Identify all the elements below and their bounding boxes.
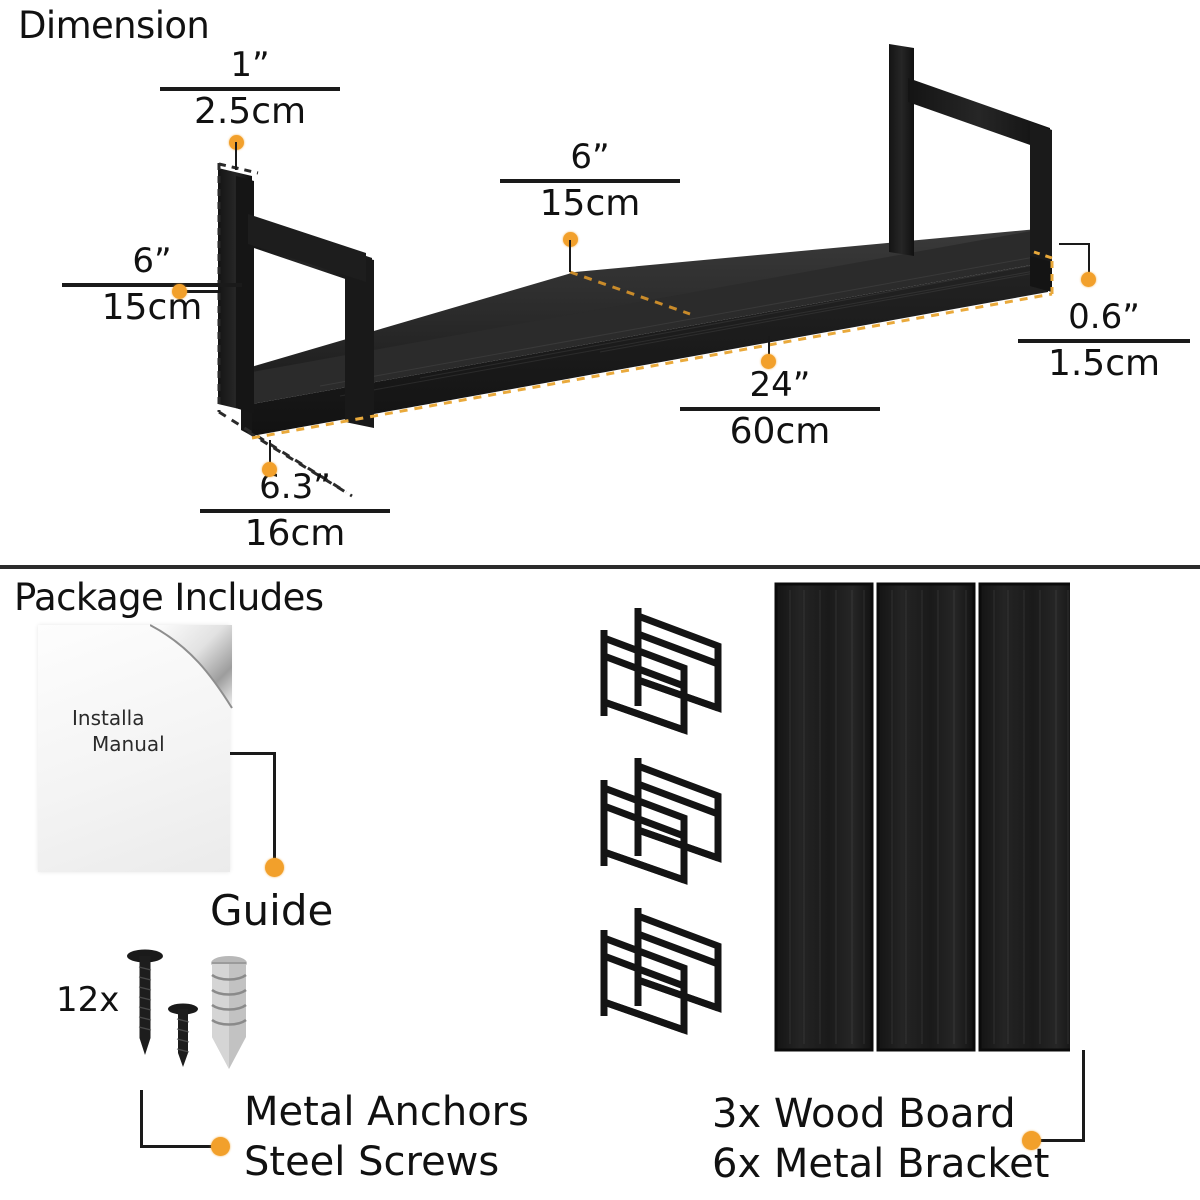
- marker-dot-boards: [1022, 1131, 1041, 1150]
- installation-manual-sheet: [38, 625, 230, 872]
- manual-title-line-2: Manual: [92, 732, 165, 756]
- leader-hardware-h: [140, 1145, 218, 1148]
- dimension-section-title: Dimension: [18, 4, 210, 47]
- callout-bracket-height: 6” 15cm: [62, 244, 242, 326]
- leader-board-thickness-v: [1088, 243, 1090, 277]
- leader-board-thickness-h: [1059, 243, 1090, 245]
- callout-rule: [200, 509, 390, 513]
- panel-divider: [0, 565, 1200, 569]
- hardware-label-line-2: Steel Screws: [244, 1139, 500, 1185]
- bracket-pair-1: [600, 608, 722, 735]
- hardware-quantity: 12x: [56, 980, 120, 1020]
- marker-dot-board-length: [761, 354, 776, 369]
- marker-dot-overall-depth: [262, 462, 277, 477]
- callout-overall-depth-metric: 16cm: [244, 513, 346, 554]
- marker-dot-hardware: [211, 1137, 230, 1156]
- callout-overall-depth: 6.3” 16cm: [200, 470, 390, 552]
- leader-boards-h: [1038, 1139, 1085, 1142]
- leader-hardware-v: [140, 1090, 143, 1148]
- wood-board-2: [876, 582, 976, 1052]
- callout-board-length: 24” 60cm: [680, 368, 880, 450]
- boards-label-line-1: 3x Wood Board: [712, 1091, 1016, 1137]
- hardware-icons: [127, 949, 247, 1069]
- callout-rule: [1018, 339, 1190, 343]
- manual-title-line-1: Installa: [72, 706, 145, 730]
- leader-guide-v: [273, 752, 276, 862]
- callout-rule: [680, 407, 880, 411]
- callout-rule: [62, 283, 242, 287]
- boards-label-line-2: 6x Metal Bracket: [712, 1141, 1050, 1187]
- short-screw-icon: [168, 1003, 198, 1067]
- manual-curled-corner-icon: [150, 624, 233, 709]
- hardware-label-line-1: Metal Anchors: [244, 1089, 529, 1135]
- leader-overall-depth: [269, 440, 271, 468]
- bracket-pair-2: [600, 758, 722, 885]
- package-section-title: Package Includes: [14, 576, 324, 619]
- marker-dot-guide: [265, 858, 284, 877]
- wood-board-group-icon: [774, 582, 1070, 1052]
- callout-bracket-height-metric: 15cm: [101, 287, 203, 328]
- wood-board-1: [774, 582, 874, 1052]
- shelf-illustration: [217, 44, 1054, 498]
- callout-board-depth: 6” 15cm: [500, 140, 680, 222]
- callout-bracket-width-metric: 2.5cm: [193, 91, 307, 132]
- leader-board-length: [768, 336, 770, 360]
- bracket-pair-3: [600, 908, 722, 1035]
- leader-bracket-height: [178, 290, 218, 293]
- marker-dot-bracket-height: [172, 284, 187, 299]
- callout-bracket-height-imperial: 6”: [132, 241, 172, 281]
- marker-dot-board-thickness: [1081, 272, 1096, 287]
- callout-board-thickness-metric: 1.5cm: [1047, 343, 1161, 384]
- guide-label: Guide: [210, 886, 334, 935]
- wood-board-3: [978, 582, 1070, 1052]
- callout-board-length-metric: 60cm: [729, 411, 831, 452]
- callout-board-length-imperial: 24”: [749, 365, 811, 405]
- callout-board-depth-metric: 15cm: [539, 183, 641, 224]
- wall-anchor-icon: [211, 956, 247, 1069]
- callout-board-thickness-imperial: 0.6”: [1068, 297, 1140, 337]
- callout-bracket-width-imperial: 1”: [230, 45, 270, 85]
- long-screw-icon: [127, 949, 163, 1055]
- leader-bracket-width: [235, 142, 237, 170]
- callout-board-thickness: 0.6” 1.5cm: [1018, 300, 1190, 382]
- leader-guide-h: [230, 752, 276, 755]
- callout-rule: [160, 87, 340, 91]
- callout-board-depth-imperial: 6”: [570, 137, 610, 177]
- marker-dot-board-depth: [563, 232, 578, 247]
- metal-bracket-group-icon: [600, 608, 722, 1035]
- leader-board-depth: [569, 240, 571, 272]
- callout-bracket-width: 1” 2.5cm: [160, 48, 340, 130]
- callout-overall-depth-imperial: 6.3”: [259, 467, 331, 507]
- callout-rule: [500, 179, 680, 183]
- leader-boards-v: [1082, 1050, 1085, 1142]
